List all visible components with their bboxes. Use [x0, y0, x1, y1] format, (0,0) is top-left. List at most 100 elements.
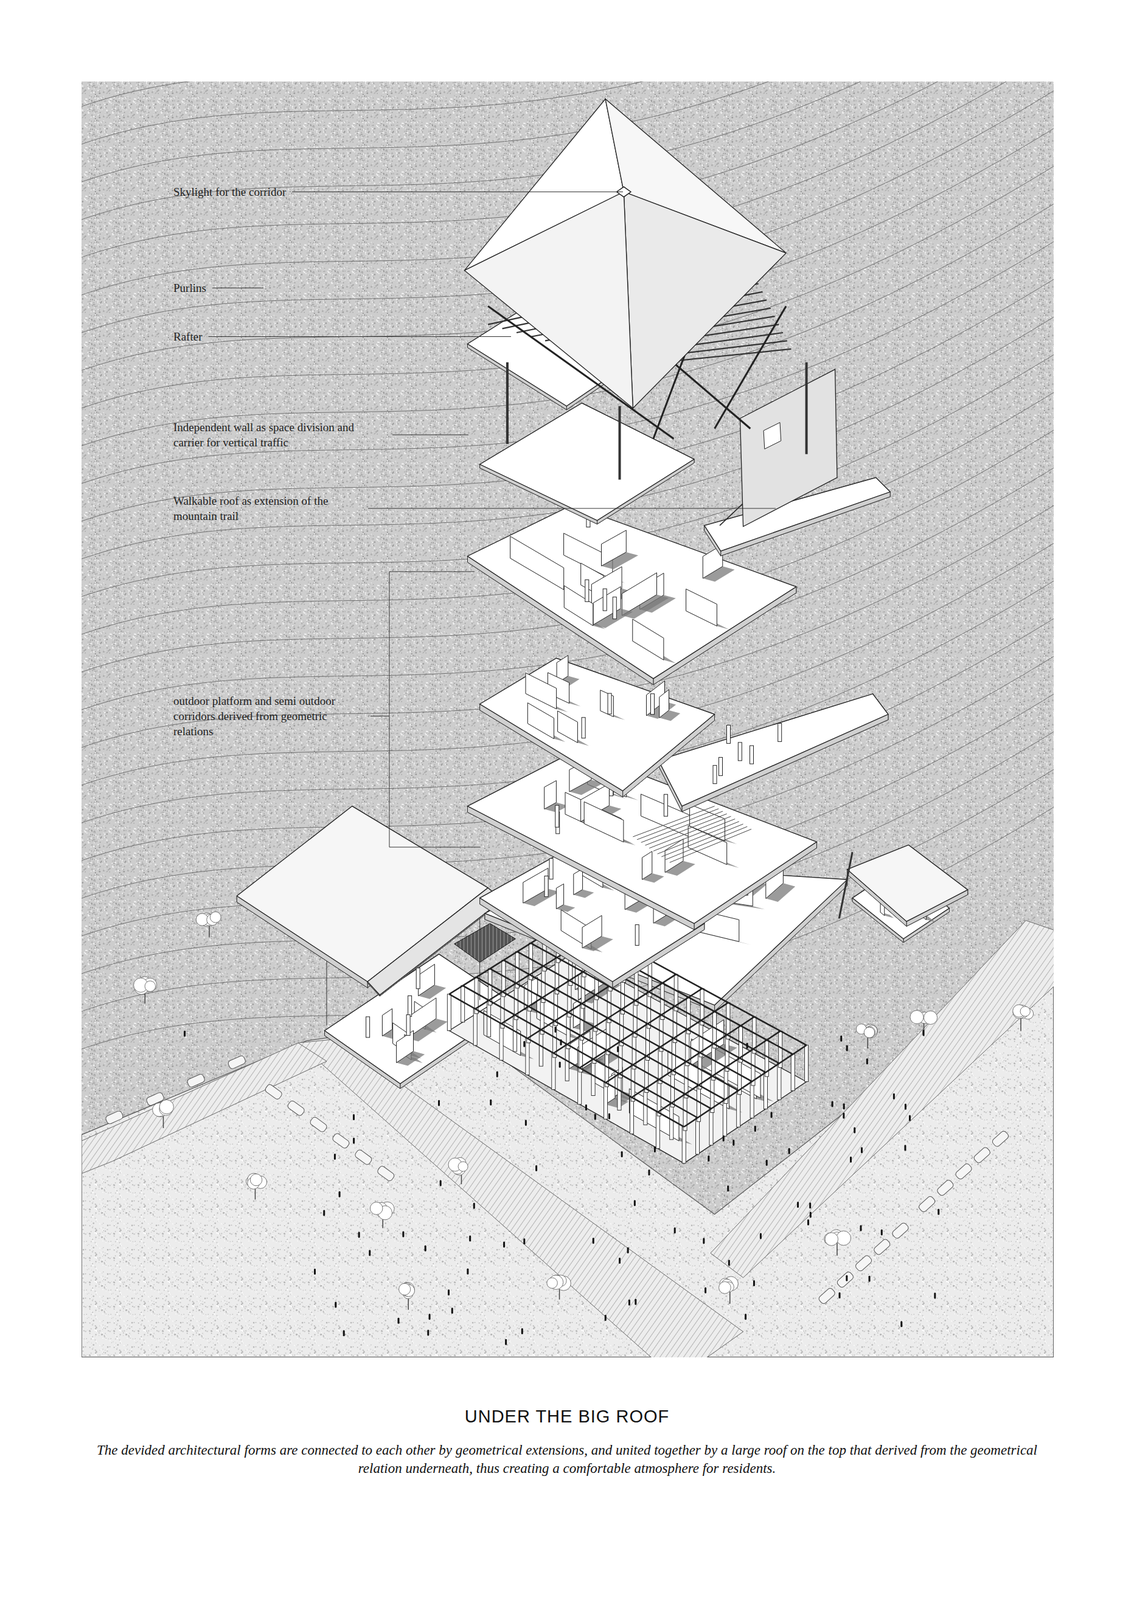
grid-column — [777, 1064, 782, 1101]
person — [759, 1233, 762, 1240]
column — [726, 725, 731, 744]
column — [602, 588, 607, 611]
partition-wall — [621, 573, 657, 616]
person — [744, 1314, 747, 1321]
grid-column — [577, 1068, 582, 1105]
car — [891, 1222, 910, 1240]
person — [860, 1147, 863, 1154]
grid-column — [487, 1000, 491, 1038]
car — [936, 1179, 955, 1198]
person — [333, 1154, 336, 1161]
person — [831, 1101, 834, 1108]
person — [447, 1289, 450, 1296]
person — [592, 1238, 595, 1245]
person — [840, 1036, 842, 1043]
car — [991, 1130, 1010, 1148]
grid-column — [525, 1038, 530, 1075]
grid-column — [461, 986, 465, 1023]
ground-floor — [448, 954, 807, 1164]
annotation-label: outdoor platform and semi outdoor corrid… — [173, 693, 367, 740]
tree-crown — [863, 1027, 875, 1038]
leader-line — [370, 716, 390, 717]
partition-wall — [527, 703, 554, 740]
grid-beam — [657, 1031, 780, 1113]
partition-wall — [642, 851, 653, 880]
grid-column — [709, 1109, 714, 1146]
tree-crown — [458, 1161, 468, 1172]
partition-wall — [600, 690, 614, 718]
person — [647, 1169, 650, 1176]
partition-wall — [556, 883, 564, 909]
car — [873, 1238, 892, 1257]
tree-crown — [719, 1281, 732, 1295]
contour-line — [81, 382, 1054, 638]
partition-wall — [396, 1031, 414, 1064]
partition-wall — [688, 826, 728, 866]
column — [585, 579, 589, 602]
person — [402, 1231, 404, 1239]
person — [352, 1138, 355, 1145]
grid-column — [764, 1072, 768, 1110]
tree-crown — [369, 1202, 383, 1216]
partition-wall — [593, 587, 621, 626]
person — [633, 1200, 636, 1207]
person — [503, 1242, 505, 1249]
person — [753, 1280, 755, 1287]
person — [628, 1300, 631, 1307]
tree-crown — [924, 1011, 938, 1025]
tree-crown — [824, 1233, 838, 1246]
grid-column — [539, 1029, 543, 1067]
person — [849, 1157, 852, 1164]
person — [634, 1299, 637, 1306]
grid-column — [790, 1054, 795, 1092]
person — [535, 1165, 538, 1172]
person — [807, 1219, 810, 1226]
caption: The devided architectural forms are conn… — [74, 1441, 1060, 1479]
lower-ground — [81, 949, 1054, 1358]
person — [904, 1145, 906, 1152]
column — [581, 717, 586, 739]
grid-column — [617, 1074, 622, 1111]
tree-crown — [546, 1278, 558, 1289]
roof-column — [506, 362, 509, 445]
column — [416, 968, 420, 990]
person — [809, 1211, 812, 1218]
person — [908, 1115, 911, 1122]
tree-crown — [836, 1231, 852, 1246]
grid-column — [591, 1059, 595, 1096]
car — [264, 1084, 283, 1102]
person — [704, 1287, 707, 1295]
person — [722, 1135, 725, 1142]
person — [922, 1029, 925, 1037]
illustration-group — [81, 81, 1054, 1358]
grid-column — [722, 1099, 727, 1137]
car — [286, 1099, 306, 1117]
grid-column — [695, 1118, 700, 1155]
column — [719, 757, 723, 776]
person — [439, 1180, 442, 1187]
car — [954, 1163, 973, 1181]
wall-window — [763, 422, 782, 450]
grid-beam — [683, 1045, 807, 1128]
person — [594, 1114, 597, 1121]
person — [627, 1247, 630, 1254]
partition-wall — [686, 589, 718, 627]
partition-wall — [691, 1020, 724, 1067]
annotation-label: Skylight for the corridor — [173, 184, 286, 200]
mountain-ground — [81, 81, 1054, 1358]
partition-wall — [659, 689, 670, 718]
roof-face — [623, 192, 787, 409]
column — [607, 693, 612, 715]
tree-crown — [144, 981, 156, 993]
title: UNDER THE BIG ROOF — [0, 1407, 1134, 1428]
column — [737, 742, 742, 762]
person — [880, 1230, 883, 1237]
stair-tread — [649, 816, 731, 849]
column — [555, 805, 560, 828]
person — [707, 1155, 710, 1162]
tree-crown — [209, 911, 221, 923]
car — [972, 1146, 992, 1165]
person — [560, 1039, 563, 1046]
partition-wall — [632, 619, 664, 661]
